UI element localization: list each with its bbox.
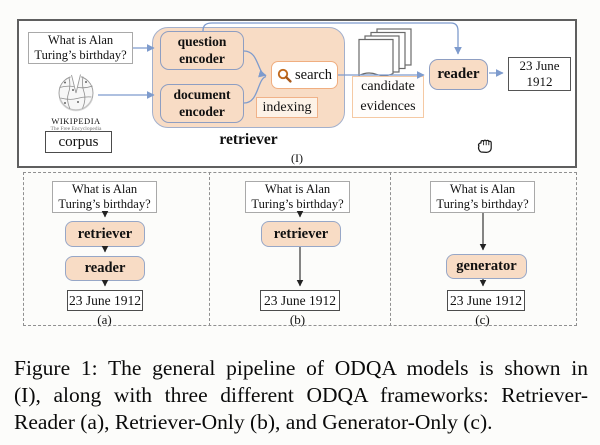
reader-box-a: reader xyxy=(65,256,145,281)
search-label: search xyxy=(294,66,333,83)
candidate-evidences-box: candidate evidences xyxy=(352,76,424,118)
panel-label-I: (I) xyxy=(291,151,303,165)
panel-divider-1 xyxy=(209,172,210,326)
question-text: What is Alan Turing’s birthday? xyxy=(34,33,127,62)
retriever-label: retriever xyxy=(219,131,278,148)
indexing-box: indexing xyxy=(256,97,318,118)
panel-label-a: (a) xyxy=(97,312,112,327)
search-box: search xyxy=(271,61,338,89)
retriever-box-a: retriever xyxy=(65,221,145,247)
question-box: What is Alan Turing’s birthday? xyxy=(28,32,133,64)
wikipedia-tagline: The Free Encyclopedia xyxy=(50,125,102,132)
retriever-box-b: retriever xyxy=(261,221,341,247)
wikipedia-globe-icon xyxy=(58,73,94,112)
question-encoder-box: question encoder xyxy=(160,31,244,70)
wikipedia-logo: WIKIPEDIA The Free Encyclopedia xyxy=(47,72,105,132)
answer-box-b: 23 June 1912 xyxy=(260,290,340,311)
answer-box-a: 23 June 1912 xyxy=(67,290,143,311)
hand-grab-cursor-icon xyxy=(477,139,492,153)
figure-caption: Figure 1: The general pipeline of ODQA m… xyxy=(14,355,588,436)
frameworks-panel xyxy=(23,172,577,326)
wikipedia-wordmark: WIKIPEDIA xyxy=(51,116,101,126)
caption-line-2: (I), along with three different ODQA fra… xyxy=(14,383,588,407)
magnifier-icon xyxy=(277,68,292,83)
caption-line-1: Figure 1: The general pipeline of ODQA m… xyxy=(14,356,588,380)
panel-label-c: (c) xyxy=(475,312,490,327)
panel-divider-2 xyxy=(390,172,391,326)
corpus-box: corpus xyxy=(45,131,112,153)
answer-box: 23 June 1912 xyxy=(508,57,571,91)
caption-line-3: Reader (a), Retriever-Only (b), and Gene… xyxy=(14,410,493,434)
reader-box: reader xyxy=(429,59,488,90)
answer-box-c: 23 June 1912 xyxy=(447,290,525,311)
documents-stack-icon xyxy=(358,28,412,77)
document-encoder-box: document encoder xyxy=(160,84,244,123)
panel-label-b: (b) xyxy=(289,312,306,327)
generator-box-c: generator xyxy=(446,254,527,279)
